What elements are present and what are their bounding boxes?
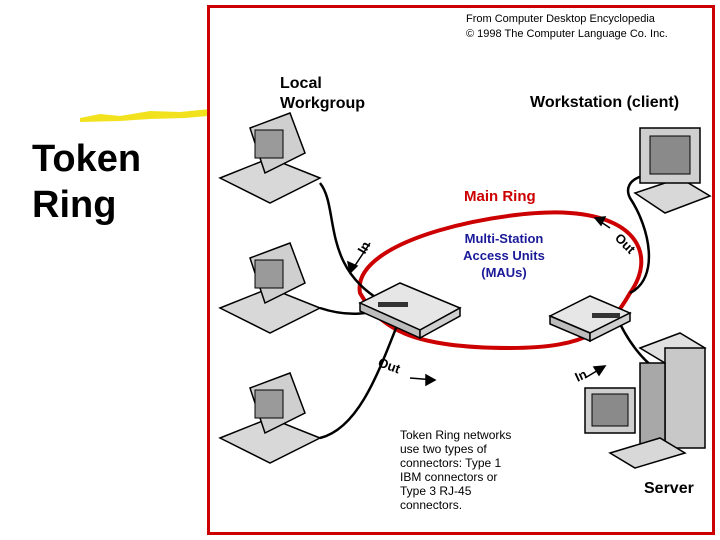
token-ring-figure: From Computer Desktop Encyclopedia © 199… — [207, 5, 715, 535]
server-icon — [584, 332, 707, 469]
credit-text: From Computer Desktop Encyclopedia © 199… — [466, 13, 668, 40]
mau-label: Multi-Station Access Units (MAUs) — [463, 231, 545, 280]
arrow-icon-in-top — [347, 242, 371, 275]
main-ring — [357, 210, 644, 351]
diagram-canvas — [218, 112, 712, 469]
computer-icon-pc1 — [218, 112, 322, 204]
connector-note: Token Ring networks use two types of con… — [400, 428, 512, 512]
cable-pc1 — [319, 182, 386, 305]
arrow-icon-out-bottom — [409, 373, 437, 387]
cable-pc3 — [319, 317, 402, 440]
server-label: Server — [644, 480, 694, 497]
main-ring-label: Main Ring — [464, 188, 536, 205]
arrow-icon-out-top — [593, 216, 611, 229]
computer-icon-pc2 — [218, 242, 322, 334]
computer-icon-workstation — [633, 127, 712, 214]
local-workgroup-label: Local Workgroup — [280, 75, 366, 112]
slide-title: Token Ring — [32, 138, 142, 226]
mau-hub-icon-right — [548, 295, 632, 343]
arrow-icon-in-bottom — [584, 365, 607, 379]
mau-hub-icon-left — [358, 282, 462, 340]
workstation-label: Workstation (client) — [530, 94, 680, 111]
title-accent-stroke — [80, 108, 220, 122]
computer-icon-pc3 — [218, 372, 322, 464]
